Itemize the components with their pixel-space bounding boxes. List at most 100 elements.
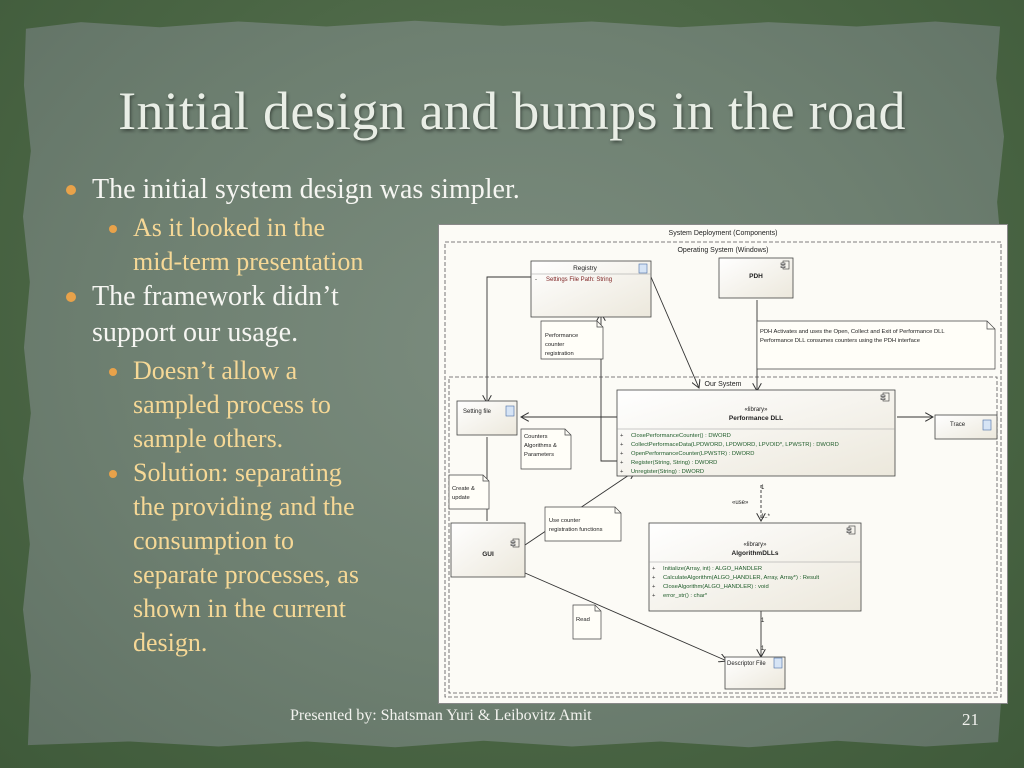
dll-op-2: CollectPerformaceData(LPDWORD, LPDWORD, … (631, 442, 839, 448)
op-vis: + (620, 433, 624, 439)
pdh-name: PDH (749, 273, 763, 280)
perf-note-line-1: Performance (545, 333, 578, 339)
dll-op-3: OpenPerformanceCounter(LPWSTR) : DWORD (631, 451, 754, 457)
perf-note-line-2: counter (545, 342, 564, 348)
counters-note: Counters Algorithms & Parameters (520, 428, 572, 470)
bullet-line: consumption to (133, 526, 295, 555)
perf-note-line-3: registration (545, 351, 574, 357)
uml-deployment-diagram: System Deployment (Components) Operating… (438, 224, 1008, 704)
component-icon (846, 525, 856, 535)
our-system-label: Our System (705, 381, 742, 388)
perf-counter-note: Performance counter registration (540, 320, 604, 360)
multiplicity-dll: 1 (761, 485, 765, 491)
bullet-line: Solution: separating (133, 458, 342, 487)
footer-presenters: Presented by: Shatsman Yuri & Leibovitz … (290, 707, 592, 724)
use-note-line-1: Use counter (549, 518, 580, 524)
use-note-line-2: registration functions (549, 527, 603, 533)
artifact-icon (773, 657, 783, 669)
component-icon (880, 392, 890, 402)
performance-dll-operations: + ClosePerformanceCounter() : DWORD + Coll… (620, 433, 839, 475)
bullet-dot-icon (109, 368, 117, 376)
multiplicity-alg-to-desc: 1 (761, 618, 765, 624)
create-note-line-1: Create & (452, 486, 475, 492)
bullet-line: sample others. (133, 424, 284, 453)
slide-title: Initial design and bumps in the road (118, 81, 906, 141)
counters-note-line-1: Counters (524, 434, 548, 440)
create-note-line-2: update (452, 495, 470, 501)
alg-op-4: error_str() : char* (663, 593, 708, 599)
performance-dll-component[interactable]: «library» Performance DLL +ClosePerforma… (616, 389, 896, 477)
registry-name: Registry (573, 265, 598, 272)
bullet-item: The initial system design was simpler. (62, 172, 520, 208)
use-counter-note: Use counter registration functions (544, 506, 622, 542)
op-vis: + (652, 566, 656, 572)
our-system-frame (448, 376, 998, 694)
setting-file-name: Setting file (463, 409, 492, 415)
performance-dll-stereotype: «library» (744, 407, 768, 413)
artifact-icon (982, 419, 992, 431)
bullet-line: mid-term presentation (133, 247, 364, 276)
bullet-line: separate processes, as (133, 560, 359, 589)
descriptor-file-artifact[interactable]: Descriptor File (724, 656, 786, 690)
multiplicity-algorithms: 1..* (761, 514, 771, 520)
setting-file-artifact[interactable]: Setting file (456, 400, 518, 436)
os-frame-label: Operating System (Windows) (677, 247, 768, 254)
op-vis: + (620, 469, 624, 475)
diagram-canvas: System Deployment (Components) Operating… (444, 230, 1002, 698)
trace-name: Trace (950, 422, 966, 428)
use-stereotype-label: «use» (732, 500, 749, 506)
op-vis: + (620, 451, 624, 457)
alg-op-2: CalculateAlgorithm(ALGO_HANDLER, Array, … (663, 575, 820, 581)
pdh-note-line-2: Performance DLL consumes counters using … (760, 338, 920, 344)
registry-attr-vis: - (535, 277, 537, 283)
multiplicity-desc: 1 (761, 646, 765, 652)
alg-op-1: Initialize(Array, int) : ALGO_HANDLER (663, 566, 762, 572)
artifact-icon (505, 405, 515, 417)
pdh-component[interactable]: PDH (718, 257, 794, 299)
bullet-dot-icon (66, 185, 76, 195)
bullet-dot-icon (109, 470, 117, 478)
op-vis: + (652, 584, 656, 590)
op-vis: + (620, 442, 624, 448)
gui-name: GUI (482, 551, 494, 558)
algorithm-dlls-name: AlgorithmDLLs (732, 550, 779, 557)
algorithm-dlls-component[interactable]: «library» AlgorithmDLLs + Initialize(Arra… (648, 522, 862, 612)
bullet-line: shown in the current (133, 594, 347, 623)
op-vis: + (652, 593, 656, 599)
registry-icon (638, 263, 648, 274)
bullet-line: The framework didn’t (92, 281, 339, 312)
read-note-text: Read (576, 617, 590, 623)
counters-note-line-3: Parameters (524, 452, 554, 458)
component-icon (780, 260, 790, 270)
alg-op-3: CloseAlgorithm(ALGO_HANDLER) : void (663, 584, 769, 590)
bullet-line: support our usage. (92, 317, 299, 348)
bullet-line: sampled process to (133, 390, 331, 419)
op-vis: + (652, 575, 656, 581)
trace-artifact[interactable]: Trace (934, 414, 998, 440)
read-note: Read (572, 604, 602, 640)
bullet-list: The initial system design was simpler.As… (62, 172, 520, 660)
bullet-line: Doesn’t allow a (133, 356, 298, 385)
descriptor-file-name: Descriptor File (727, 661, 766, 667)
pdh-note: PDH Activates and uses the Open, Collect… (756, 320, 996, 370)
bullet-dot-icon (109, 225, 117, 233)
diagram-title: System Deployment (Components) (669, 230, 778, 237)
counters-note-line-2: Algorithms & (524, 443, 557, 449)
os-frame (444, 241, 1002, 698)
dll-op-1: ClosePerformanceCounter() : DWORD (631, 433, 731, 439)
gui-component[interactable]: GUI (450, 522, 526, 578)
bullet-line: the providing and the (133, 492, 355, 521)
registry-attribute: Settings File Path: String (546, 277, 612, 283)
registry-component[interactable]: Registry - Settings File Path: String (530, 260, 652, 318)
sub-bullet-item: Doesn’t allow a sampled process to sample … (62, 354, 462, 456)
op-vis: + (620, 460, 624, 466)
bullet-dot-icon (66, 292, 76, 302)
dll-op-5: Unregister(String) : DWORD (631, 469, 704, 475)
algorithm-dlls-operations: + Initialize(Array, int) : ALGO_HANDLER +… (652, 566, 820, 599)
dll-op-4: Register(String, String) : DWORD (631, 460, 717, 466)
component-icon (510, 538, 520, 548)
bullet-line: design. (133, 628, 208, 657)
algorithm-dlls-stereotype: «library» (743, 542, 767, 548)
pdh-note-line-1: PDH Activates and uses the Open, Collect… (760, 329, 945, 335)
